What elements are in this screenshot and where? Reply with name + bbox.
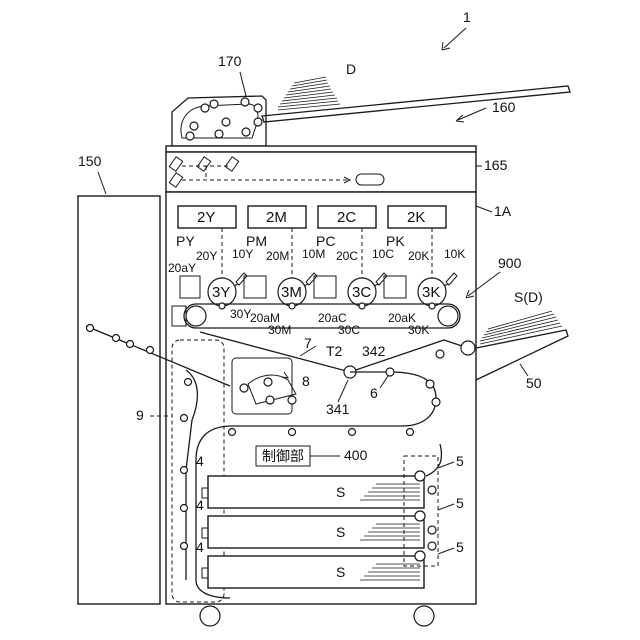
feeder-label-3: 5 <box>456 539 464 555</box>
sheet-label-3: S <box>336 564 345 580</box>
station-m-label: 2M <box>266 209 287 226</box>
feeder-label-1: 5 <box>456 453 464 469</box>
path-label: 6 <box>370 385 378 401</box>
t2-label: T2 <box>326 343 343 359</box>
label-341: 341 <box>326 401 350 417</box>
label-30y: 30Y <box>230 307 251 321</box>
side-tray-label: 150 <box>78 153 102 169</box>
label-20ay: 20aY <box>168 261 196 275</box>
original-label: D <box>346 61 356 77</box>
label-10k: 10K <box>444 247 465 261</box>
controller-ref-label: 400 <box>344 447 368 463</box>
label-10m: 10M <box>302 247 325 261</box>
belt-unit-label: 900 <box>498 255 522 271</box>
cassette-1 <box>202 476 424 508</box>
feeder-label-2: 5 <box>456 495 464 511</box>
sheet-label-2: S <box>336 524 345 540</box>
wheel-right <box>414 606 434 626</box>
adf-leader <box>240 72 246 96</box>
adf-unit <box>172 96 266 146</box>
reversal-label: 9 <box>136 407 144 423</box>
label-30k: 30K <box>408 323 429 337</box>
scanner-arrowhead <box>456 115 464 122</box>
side-tray <box>78 196 160 604</box>
label-20y: 20Y <box>196 249 217 263</box>
station-c-label: 2C <box>337 209 356 226</box>
controller-label: 制御部 <box>262 448 304 464</box>
cassette-label-2: 4 <box>196 497 204 513</box>
main-body-leader <box>476 206 492 212</box>
adf-label: 170 <box>218 53 242 69</box>
output-tray-label: 50 <box>526 375 542 391</box>
label-20k: 20K <box>408 249 429 263</box>
wheel-left <box>200 606 220 626</box>
station-k-label: 2K <box>407 209 425 226</box>
output-tray-leader <box>520 364 528 376</box>
document-stack <box>278 77 340 110</box>
sheet-label-1: S <box>336 484 345 500</box>
side-tray-leader <box>98 172 106 194</box>
drum-c-label: 3C <box>352 284 371 301</box>
label-30c: 30C <box>338 323 360 337</box>
cassette-label-1: 4 <box>196 453 204 469</box>
machine-label: 1 <box>463 9 471 25</box>
drum-y-label: 3Y <box>212 284 230 301</box>
output-sheets-label: S(D) <box>514 289 543 305</box>
py-label: PY <box>176 233 195 249</box>
machine-leader <box>444 28 466 48</box>
fuser-label: 8 <box>302 373 310 389</box>
platen-glass <box>166 146 476 152</box>
label-10c: 10C <box>372 247 394 261</box>
scanner-arrow-leader <box>458 108 486 120</box>
label-20c: 20C <box>336 249 358 263</box>
label-10y: 10Y <box>232 247 253 261</box>
label-30m: 30M <box>268 323 291 337</box>
station-y-label: 2Y <box>197 209 215 226</box>
belt-label: 7 <box>304 335 312 351</box>
cassette-2 <box>202 516 424 548</box>
cassette-label-3: 4 <box>196 539 204 555</box>
drum-m-label: 3M <box>281 284 302 301</box>
scanner-arrow-label: 160 <box>492 99 516 115</box>
label-20m: 20M <box>266 249 289 263</box>
drum-k-label: 3K <box>422 284 440 301</box>
main-body-label: 1A <box>494 203 512 219</box>
scanner-body <box>166 152 476 192</box>
cassette-3 <box>202 556 424 588</box>
scanner-label: 165 <box>484 157 508 173</box>
label-342: 342 <box>362 343 386 359</box>
output-tray <box>476 330 568 380</box>
